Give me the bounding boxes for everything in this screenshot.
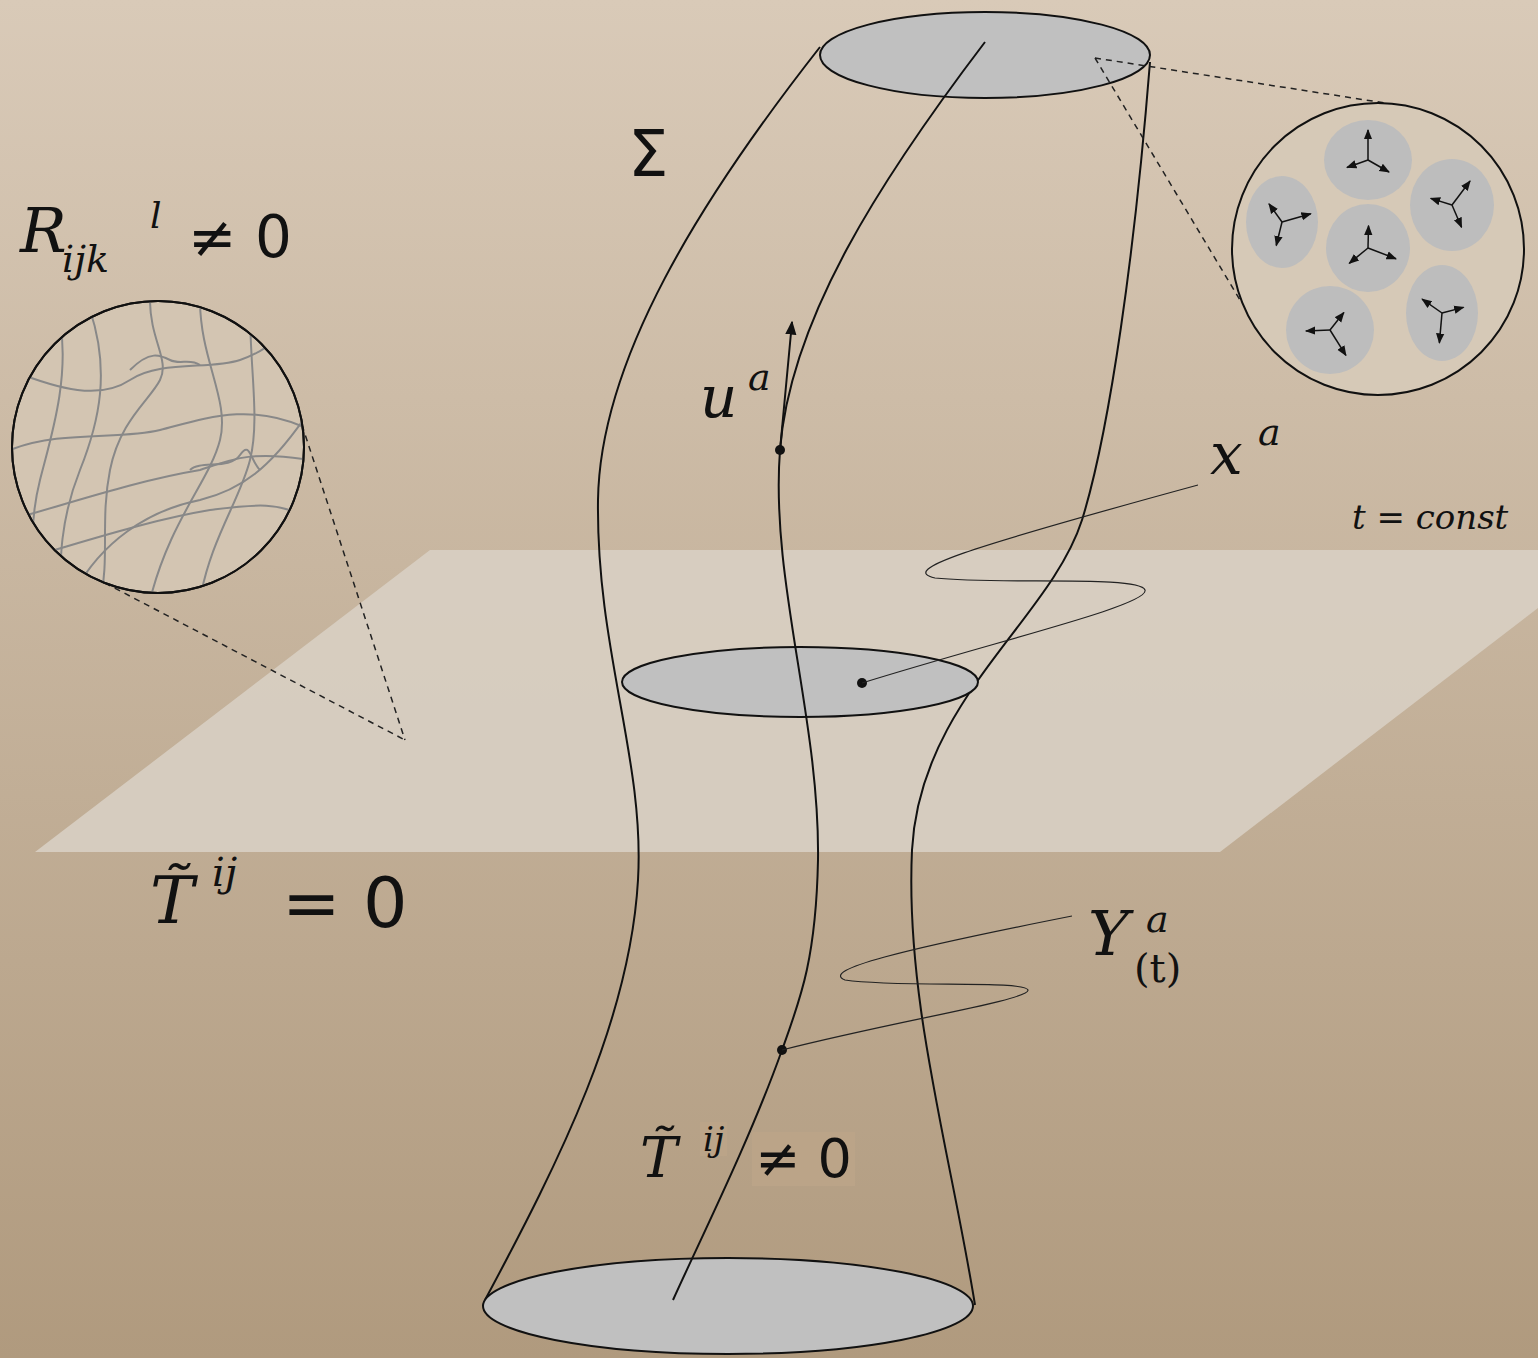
- curvature-line: [60, 310, 101, 600]
- leader-line: [782, 916, 1072, 1050]
- symbol: u: [700, 368, 737, 426]
- leader-line: [862, 485, 1198, 683]
- frame-vector: [1442, 307, 1464, 313]
- curvature-line: [70, 410, 310, 600]
- relation: ≠ 0: [188, 208, 292, 266]
- curvature-line: [33, 320, 63, 600]
- curvature-line: [200, 310, 254, 600]
- index: l: [150, 198, 162, 234]
- symbol: T̃: [150, 868, 194, 934]
- top-section: [820, 12, 1150, 98]
- curvature-line: [190, 450, 260, 470]
- cell: [1326, 204, 1410, 292]
- curvature-zoom-rim: [12, 301, 304, 593]
- frame-cell: [1246, 176, 1318, 268]
- frame-vector: [1368, 160, 1389, 172]
- curvature-line: [130, 356, 200, 370]
- frame-zoom: [1232, 103, 1524, 395]
- zoom-line: [105, 583, 405, 740]
- relation: = 0: [282, 868, 407, 938]
- index: a: [748, 358, 771, 396]
- cell: [1324, 120, 1412, 200]
- frame-vector: [1452, 181, 1470, 205]
- point: [775, 445, 785, 455]
- frame-vector: [1452, 205, 1462, 227]
- frame-vector: [1422, 299, 1442, 313]
- zoom-line: [1095, 58, 1240, 300]
- relation: ≠ 0: [752, 1132, 855, 1186]
- symbol: x: [1210, 425, 1243, 483]
- velocity-arrow: [780, 322, 792, 450]
- frame-vector: [1368, 248, 1396, 259]
- frame-cell: [1326, 204, 1410, 292]
- hypersurface-plane: [35, 550, 1538, 852]
- frame-vector: [1276, 222, 1282, 245]
- frame-vector: [1349, 248, 1368, 263]
- frame-vector: [1367, 226, 1369, 248]
- surface-label: Σ: [628, 122, 668, 186]
- index: a: [1258, 413, 1281, 451]
- frame-vector: [1431, 198, 1452, 205]
- cell: [1246, 176, 1318, 268]
- frame-cell: [1410, 159, 1494, 251]
- zoom-line: [1095, 58, 1385, 103]
- frame-cell: [1324, 120, 1412, 200]
- frame-vector: [1269, 204, 1282, 222]
- symbol: T̃: [640, 1130, 677, 1186]
- index: (t): [1134, 948, 1181, 988]
- slice-label: t = const: [1352, 500, 1508, 534]
- index: ijk: [62, 240, 109, 278]
- frame-vector: [1330, 330, 1346, 355]
- index: a: [1146, 900, 1169, 938]
- frame-vector: [1306, 329, 1330, 331]
- frame-vector: [1367, 130, 1369, 160]
- index: ij: [212, 852, 237, 892]
- frame-vector: [1282, 214, 1311, 222]
- zoom-line: [302, 425, 405, 740]
- symbol: Y: [1088, 903, 1129, 965]
- bottom-section: [483, 1258, 973, 1354]
- cell: [1286, 286, 1374, 374]
- frame-vector: [1330, 313, 1344, 330]
- cell: [1406, 265, 1478, 361]
- cell: [1410, 159, 1494, 251]
- index: ij: [700, 1122, 727, 1156]
- worldline: [673, 42, 985, 1300]
- curvature-line: [100, 300, 163, 600]
- frame-cell: [1286, 286, 1374, 374]
- curvature-line: [10, 300, 310, 391]
- frame-vector: [1439, 313, 1442, 343]
- frame-vector: [1347, 160, 1368, 168]
- frame-cell: [1406, 265, 1478, 361]
- symbol: R: [20, 200, 67, 262]
